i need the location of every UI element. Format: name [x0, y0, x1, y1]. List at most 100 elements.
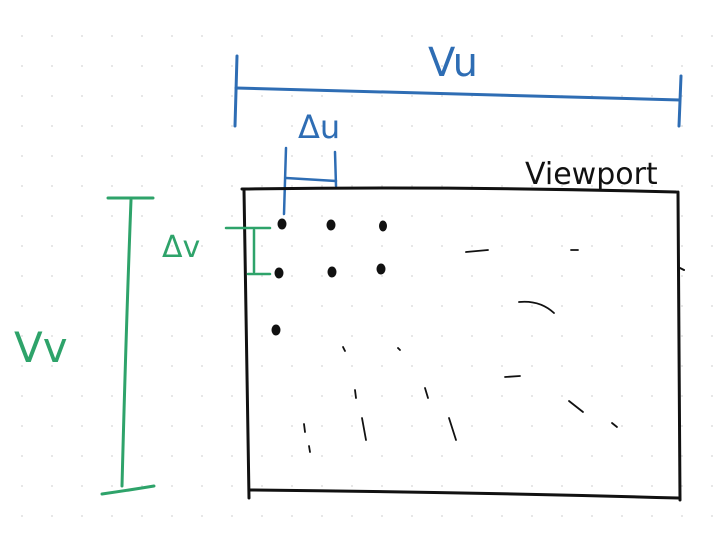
paper-dot	[291, 455, 293, 457]
vu-left-tick	[233, 54, 239, 128]
paper-dot	[621, 95, 623, 97]
paper-dot	[441, 395, 443, 397]
viewport-right-edge	[676, 190, 682, 502]
paper-dot	[321, 245, 323, 247]
pixel-dot	[277, 218, 287, 230]
paper-dot	[501, 125, 503, 127]
paper-dot	[711, 485, 713, 487]
paper-dot	[51, 215, 53, 217]
paper-dot	[171, 335, 173, 337]
vv-dimension: Vv	[14, 196, 156, 496]
paper-dot	[561, 35, 563, 37]
delta-u-span	[284, 176, 338, 183]
paper-dot	[291, 395, 293, 397]
paper-dot	[351, 125, 353, 127]
paper-dot	[51, 95, 53, 97]
paper-dot	[81, 365, 83, 367]
paper-dot	[591, 245, 593, 247]
paper-dot	[381, 65, 383, 67]
paper-dot	[291, 365, 293, 367]
paper-dot	[321, 365, 323, 367]
paper-dot	[561, 485, 563, 487]
paper-dot	[171, 155, 173, 157]
paper-dot	[111, 515, 113, 517]
paper-dot	[711, 185, 713, 187]
paper-dot	[531, 275, 533, 277]
paper-dot	[51, 155, 53, 157]
paper-dot	[21, 515, 23, 517]
paper-dot	[531, 515, 533, 517]
paper-dot	[531, 125, 533, 127]
paper-dot	[201, 275, 203, 277]
stroke-mark	[518, 300, 555, 314]
paper-dot	[441, 245, 443, 247]
paper-dot	[441, 185, 443, 187]
stroke-mark	[424, 387, 429, 399]
paper-dot	[501, 275, 503, 277]
paper-dot	[51, 275, 53, 277]
paper-dot	[621, 125, 623, 127]
paper-dot	[441, 365, 443, 367]
paper-dot	[531, 155, 533, 157]
paper-dot	[111, 215, 113, 217]
paper-dot	[141, 95, 143, 97]
paper-dot	[411, 185, 413, 187]
paper-dot	[21, 305, 23, 307]
paper-dot	[411, 515, 413, 517]
paper-dot	[351, 305, 353, 307]
paper-dot	[201, 425, 203, 427]
paper-dot	[261, 425, 263, 427]
pixel-dot	[274, 267, 284, 279]
paper-dot	[501, 245, 503, 247]
paper-dot	[651, 185, 653, 187]
paper-dot	[351, 215, 353, 217]
paper-dot	[231, 155, 233, 157]
paper-dot	[141, 275, 143, 277]
delta-u-dimension: Δu	[282, 108, 340, 216]
paper-dot	[561, 275, 563, 277]
paper-dot	[81, 395, 83, 397]
paper-dot	[471, 425, 473, 427]
paper-dot	[231, 95, 233, 97]
paper-dot	[561, 395, 563, 397]
paper-dot	[321, 335, 323, 337]
paper-dot	[471, 215, 473, 217]
paper-dot	[21, 155, 23, 157]
paper-dot	[651, 215, 653, 217]
paper-dot	[591, 65, 593, 67]
paper-dot	[531, 245, 533, 247]
paper-dot	[111, 155, 113, 157]
paper-dot	[621, 515, 623, 517]
paper-dot	[681, 245, 683, 247]
paper-dot	[321, 425, 323, 427]
paper-dot	[621, 455, 623, 457]
paper-dot	[561, 305, 563, 307]
paper-dot	[471, 365, 473, 367]
paper-dot	[351, 335, 353, 337]
paper-dot	[531, 65, 533, 67]
paper-dot	[561, 155, 563, 157]
paper-dot	[711, 155, 713, 157]
paper-dot	[321, 185, 323, 187]
paper-dot	[321, 215, 323, 217]
paper-dot	[21, 95, 23, 97]
paper-dot	[261, 65, 263, 67]
paper-dot	[501, 515, 503, 517]
paper-dot	[591, 335, 593, 337]
paper-dot	[501, 365, 503, 367]
paper-dot	[711, 305, 713, 307]
paper-dot	[411, 125, 413, 127]
delta-v-label: Δv	[162, 230, 200, 265]
paper-dot	[51, 305, 53, 307]
paper-dot	[681, 275, 683, 277]
paper-dot	[651, 365, 653, 367]
paper-dot	[411, 65, 413, 67]
paper-dot	[171, 515, 173, 517]
paper-dot	[171, 485, 173, 487]
paper-dot	[441, 35, 443, 37]
paper-dot	[351, 425, 353, 427]
delta-v-dimension: Δv	[162, 226, 272, 276]
paper-dot	[591, 305, 593, 307]
paper-dot	[141, 335, 143, 337]
vu-label: Vu	[428, 40, 478, 86]
